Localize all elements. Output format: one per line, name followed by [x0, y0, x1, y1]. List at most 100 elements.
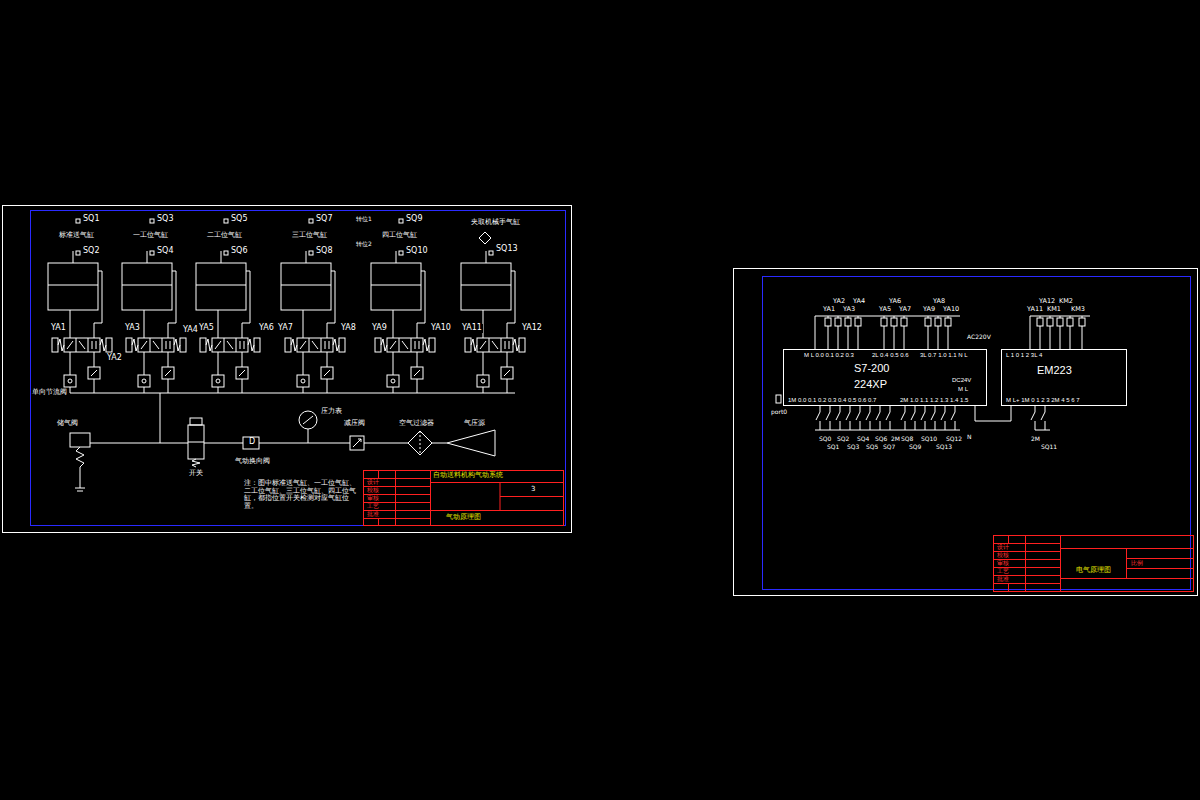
part-label: SQ13	[935, 444, 953, 451]
part-label: SQ10	[920, 436, 938, 443]
part-label: SQ13	[495, 245, 519, 254]
part-label: SQ8	[315, 247, 333, 256]
part-label: 转位2	[355, 241, 373, 248]
plc-module-box: L 1 0 1 2 3L 4EM223M L+ 1M 0 1 2 3 2M 4 …	[1001, 349, 1127, 406]
part-label: SQ4	[856, 436, 870, 443]
part-label: SQ12	[945, 436, 963, 443]
part-label: 批准	[366, 511, 380, 518]
part-label: YA4	[182, 326, 199, 335]
terminal-label: 1M 0.0 0.1 0.2 0.3 0.4 0.5 0.6 0.7	[788, 397, 876, 404]
part-label: KM3	[1070, 306, 1086, 313]
part-label: 转位1	[355, 216, 373, 223]
part-label: YA1	[50, 324, 67, 333]
part-label: 比例	[1130, 560, 1144, 567]
part-label: SQ1	[826, 444, 840, 451]
part-label: KM2	[1058, 298, 1074, 305]
part-label: SQ2	[836, 436, 850, 443]
part-label: YA12	[1038, 298, 1056, 305]
part-label: KM1	[1046, 306, 1062, 313]
plc-module-box: M L 0.0 0.1 0.2 0.32L 0.4 0.5 0.63L 0.7 …	[783, 349, 987, 406]
part-label: YA1	[822, 306, 836, 313]
part-label: port0	[770, 409, 788, 416]
part-label: YA10	[430, 324, 452, 333]
part-label: 审核	[366, 495, 380, 502]
part-label: 工艺	[996, 568, 1010, 575]
part-label: D	[248, 438, 256, 447]
part-label: YA3	[842, 306, 856, 313]
part-label: YA8	[932, 298, 946, 305]
part-label: SQ7	[315, 215, 333, 224]
part-label: YA7	[277, 324, 294, 333]
part-label: 气动换向阀	[234, 458, 271, 466]
part-label: YA9	[922, 306, 936, 313]
part-label: SQ0	[818, 436, 832, 443]
part-label: 标准送气缸	[58, 232, 95, 240]
terminal-label: 224XP	[854, 378, 887, 390]
part-label: YA11	[1026, 306, 1044, 313]
part-label: 夹取机械手气缸	[470, 219, 521, 227]
part-label: 2M	[1030, 436, 1041, 443]
part-label: YA8	[340, 324, 357, 333]
part-label: 四工位气缸	[381, 232, 418, 240]
part-label: YA3	[124, 324, 141, 333]
part-label: YA9	[371, 324, 388, 333]
terminal-label: 2L 0.4 0.5 0.6	[872, 352, 908, 359]
part-label: 压力表	[320, 408, 343, 416]
part-label: SQ4	[156, 247, 174, 256]
part-label: SQ11	[1040, 444, 1058, 451]
part-label: YA12	[521, 324, 543, 333]
part-label: SQ1	[82, 215, 100, 224]
part-label: YA5	[878, 306, 892, 313]
part-label: 减压阀	[343, 420, 366, 428]
part-label: SQ6	[230, 247, 248, 256]
part-label: 一工位气缸	[132, 232, 169, 240]
part-label: SQ3	[156, 215, 174, 224]
part-label: SQ3	[846, 444, 860, 451]
part-label: YA6	[258, 324, 275, 333]
part-label: 设计	[996, 544, 1010, 551]
part-label: SQ7	[882, 444, 896, 451]
part-label: 3	[530, 486, 536, 494]
part-label: SQ5	[865, 444, 879, 451]
part-label: YA6	[888, 298, 902, 305]
part-label: YA4	[852, 298, 866, 305]
part-label: 注：图中标准送气缸、一工位气缸、二工位气缸、三工位气缸、四工位气缸，都指位置开关…	[243, 480, 360, 511]
terminal-label: L 1 0 1 2 3L 4	[1006, 352, 1042, 359]
part-label: SQ9	[908, 444, 922, 451]
terminal-label: 2M 1.0 1.1 1.2 1.3 1.4 1.5	[900, 397, 968, 404]
part-label: YA11	[461, 324, 483, 333]
part-label: 单向节流阀	[31, 389, 68, 397]
part-label: 三工位气缸	[291, 232, 328, 240]
part-label: YA7	[898, 306, 912, 313]
part-label: N	[966, 434, 973, 441]
part-label: 气压源	[463, 420, 486, 428]
terminal-label: M L	[958, 386, 968, 393]
part-label: 校核	[996, 552, 1010, 559]
part-label: 储气阀	[56, 420, 79, 428]
part-label: YA2	[832, 298, 846, 305]
part-label: AC220V	[966, 334, 992, 341]
part-label: 开关	[188, 470, 204, 478]
part-label: 批准	[996, 576, 1010, 583]
part-label: SQ5	[230, 215, 248, 224]
part-label: 审核	[996, 560, 1010, 567]
wire-connector	[975, 406, 1011, 421]
part-label: 自动送料机构气动系统	[432, 472, 504, 479]
part-label: YA2	[106, 354, 123, 363]
part-label: 校核	[366, 487, 380, 494]
terminal-label: S7-200	[854, 362, 889, 374]
part-label: SQ10	[405, 247, 429, 256]
part-label: SQ8	[900, 436, 914, 443]
part-label: 二工位气缸	[206, 232, 243, 240]
part-label: YA5	[198, 324, 215, 333]
part-label: YA10	[942, 306, 960, 313]
part-label: 电气原理图	[1075, 567, 1112, 575]
terminal-label: DC24V	[952, 377, 971, 384]
part-label: SQ9	[405, 215, 423, 224]
part-label: SQ6	[874, 436, 888, 443]
part-label: 空气过滤器	[398, 420, 435, 428]
terminal-label: 3L 0.7 1.0 1.1 N L	[920, 352, 967, 359]
part-label: 设计	[366, 479, 380, 486]
part-label: SQ2	[82, 247, 100, 256]
terminal-label: M L+ 1M 0 1 2 3 2M 4 5 6 7	[1006, 397, 1080, 404]
